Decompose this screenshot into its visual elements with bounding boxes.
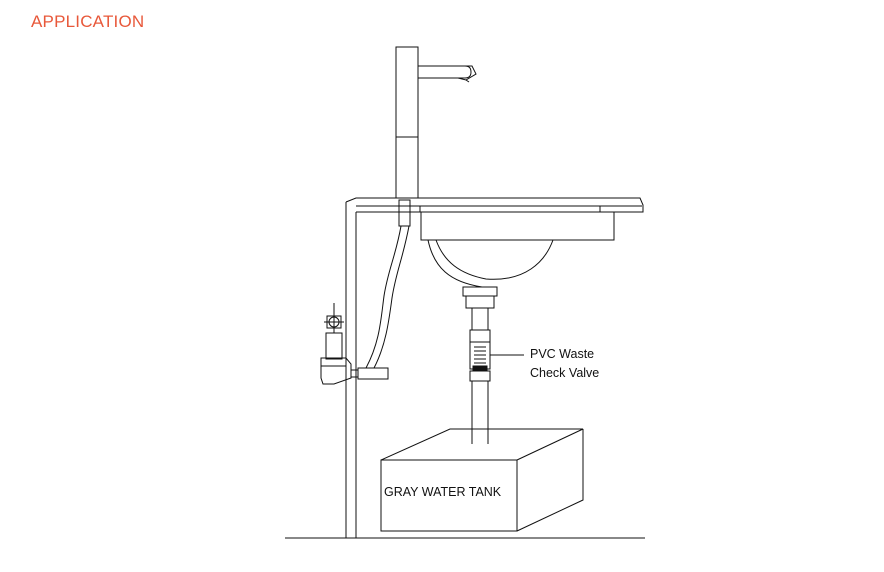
supply-hose <box>365 199 411 369</box>
angle-stop-valve <box>320 303 389 385</box>
sensor-faucet <box>395 46 477 199</box>
tank-label: GRAY WATER TANK <box>384 485 502 499</box>
page-title: APPLICATION <box>31 12 145 31</box>
pvc-check-valve <box>469 329 524 382</box>
sink-basin <box>420 212 615 288</box>
drain-pipe <box>462 286 498 444</box>
countertop <box>345 197 644 213</box>
valve-label-line2: Check Valve <box>530 366 599 380</box>
gray-water-tank <box>380 428 584 532</box>
valve-label-line1: PVC Waste <box>530 347 594 361</box>
